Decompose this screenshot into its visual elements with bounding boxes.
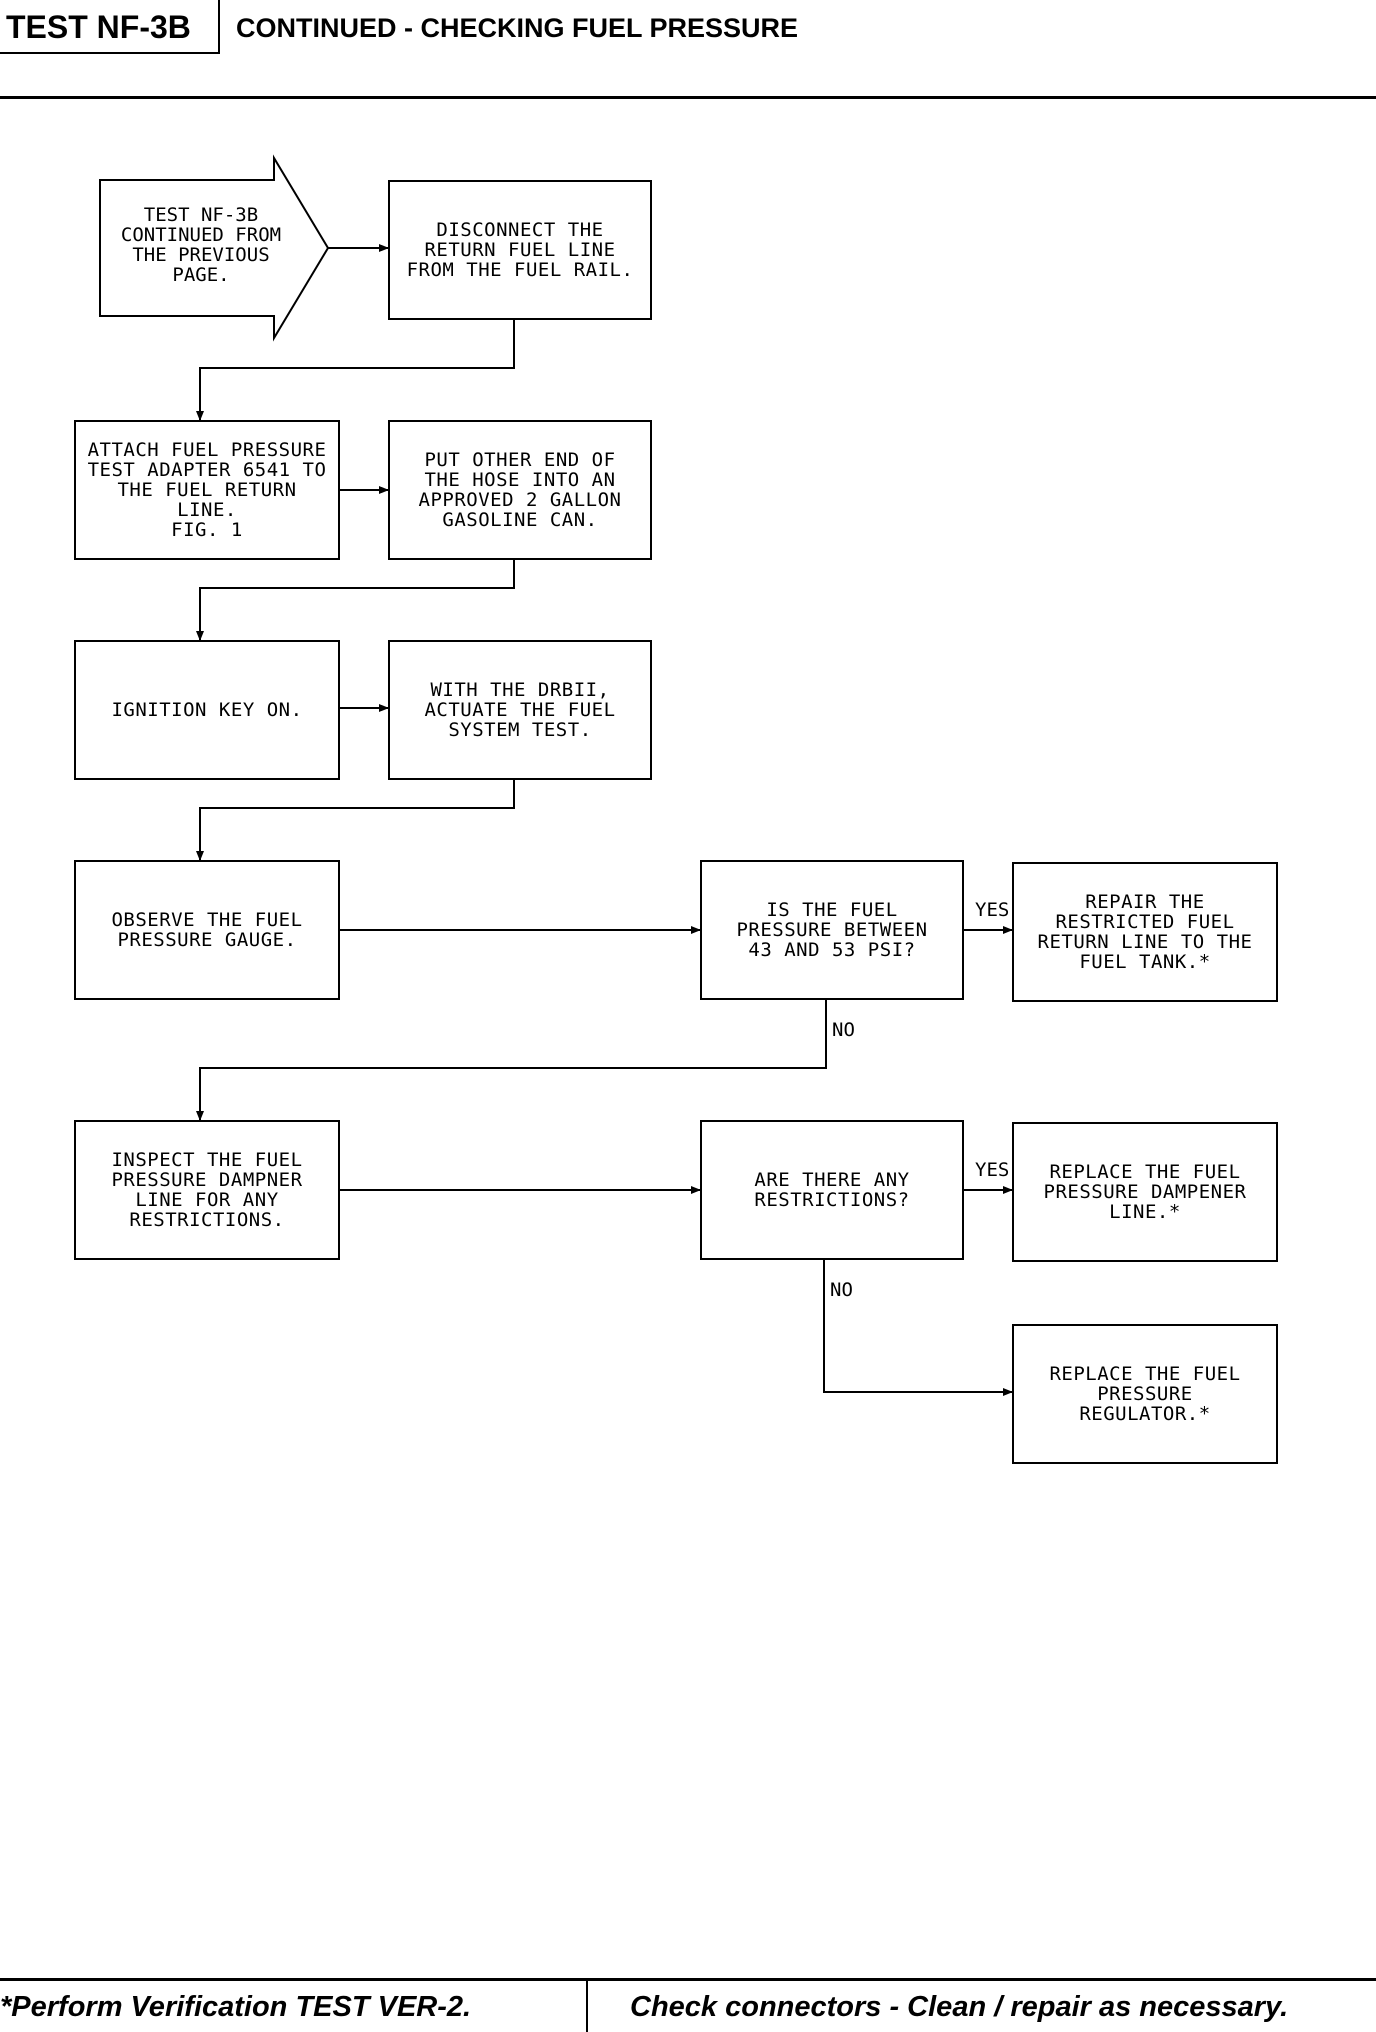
label-no: NO (830, 1279, 853, 1301)
label-no: NO (832, 1019, 855, 1041)
page-header: TEST NF-3B CONTINUED - CHECKING FUEL PRE… (0, 0, 1376, 100)
label-yes: YES (975, 899, 1010, 921)
connector-no-inspect (196, 1000, 827, 1121)
test-id: TEST NF-3B (0, 0, 220, 54)
step-disconnect-return-line: DISCONNECT THE RETURN FUEL LINE FROM THE… (388, 180, 652, 320)
result-repair-return-line: REPAIR THE RESTRICTED FUEL RETURN LINE T… (1012, 862, 1278, 1002)
step-hose-into-can: PUT OTHER END OF THE HOSE INTO AN APPROV… (388, 420, 652, 560)
footer-connectors-note: Check connectors - Clean / repair as nec… (630, 1991, 1289, 2023)
result-replace-regulator: REPLACE THE FUEL PRESSURE REGULATOR.* (1012, 1324, 1278, 1464)
connector-no-regulator (823, 1260, 1013, 1396)
page-footer: *Perform Verification TEST VER-2. Check … (0, 1978, 1376, 2032)
label-yes: YES (975, 1159, 1010, 1181)
connector-disconnect-attach (196, 320, 515, 421)
step-ignition-key-on: IGNITION KEY ON. (74, 640, 340, 780)
step-actuate-fuel-test: WITH THE DRBII, ACTUATE THE FUEL SYSTEM … (388, 640, 652, 780)
start-label: TEST NF-3B CONTINUED FROM THE PREVIOUS P… (120, 204, 282, 286)
step-attach-adapter: ATTACH FUEL PRESSURE TEST ADAPTER 6541 T… (74, 420, 340, 560)
start-arrow-shape (99, 154, 330, 342)
connector-drbii-observe (196, 780, 515, 861)
page-title: CONTINUED - CHECKING FUEL PRESSURE (236, 13, 799, 43)
decision-pressure-range: IS THE FUEL PRESSURE BETWEEN 43 AND 53 P… (700, 860, 964, 1000)
header-divider (0, 96, 1376, 99)
step-observe-gauge: OBSERVE THE FUEL PRESSURE GAUGE. (74, 860, 340, 1000)
connector-hose-ignition (196, 560, 515, 641)
footer-verification-note: *Perform Verification TEST VER-2. (0, 1981, 588, 2032)
decision-restrictions: ARE THERE ANY RESTRICTIONS? (700, 1120, 964, 1260)
step-inspect-dampner-line: INSPECT THE FUEL PRESSURE DAMPNER LINE F… (74, 1120, 340, 1260)
result-replace-dampener-line: REPLACE THE FUEL PRESSURE DAMPENER LINE.… (1012, 1122, 1278, 1262)
